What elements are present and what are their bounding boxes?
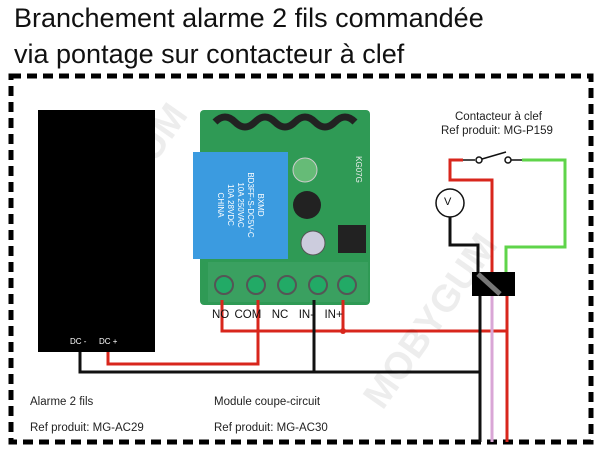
terminal-nc: NC	[271, 309, 289, 321]
key-switch-symbol	[463, 151, 522, 164]
dashed-border	[8, 73, 594, 445]
relay-text-2: 10A 250VAC	[236, 182, 245, 228]
module-board	[193, 110, 370, 305]
alarm-box	[38, 110, 155, 352]
module-ref: Ref produit: MG-AC30	[214, 422, 328, 434]
relay-text-1: BD3FF-S-DC5V-C	[246, 172, 255, 238]
terminal-in-plus: IN+	[324, 309, 343, 321]
voltmeter-symbol	[435, 188, 465, 218]
relay	[193, 152, 288, 259]
terminal-com: COM	[234, 309, 262, 321]
relay-text: BXMD BD3FF-S-DC5V-C 10A 250VAC 10A 28VDC…	[215, 165, 265, 245]
relay-text-4: CHINA	[216, 192, 225, 218]
relay-brand: BXMD	[256, 193, 265, 217]
board-label: KG07G	[353, 156, 363, 183]
terminal-in-minus: IN-	[298, 309, 315, 321]
wire-no-to-inplus	[220, 300, 507, 333]
terminal-labels: NO COM NC IN- IN+	[212, 309, 343, 321]
terminal-no: NO	[212, 309, 230, 321]
title-line-2: via pontage sur contacteur à clef	[14, 39, 405, 69]
title-line-1: Branchement alarme 2 fils commandée	[14, 3, 484, 33]
alarm-name: Alarme 2 fils	[30, 396, 94, 408]
key-switch-ref: Ref produit: MG-P159	[441, 125, 553, 137]
wire-com-to-dcplus	[106, 300, 260, 366]
dc-minus-label: DC -	[70, 337, 87, 346]
dc-plus-label: DC +	[99, 337, 118, 346]
key-switch-name: Contacteur à clef	[455, 111, 542, 123]
voltmeter-label: V	[444, 196, 452, 208]
alarm-ref: Ref produit: MG-AC29	[30, 422, 144, 434]
relay-text-3: 10A 28VDC	[226, 184, 235, 226]
module-name: Module coupe-circuit	[214, 396, 321, 408]
wire-dcminus	[78, 352, 480, 374]
